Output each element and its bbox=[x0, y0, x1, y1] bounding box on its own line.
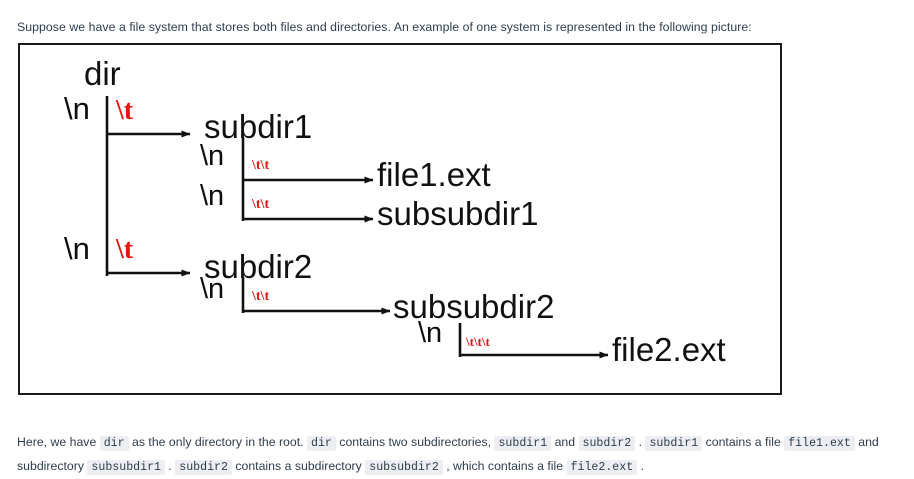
escape-newline-subdir1-file1: \n bbox=[200, 140, 225, 172]
caption-code-token: dir bbox=[307, 436, 336, 452]
intro-paragraph: Suppose we have a file system that store… bbox=[17, 20, 752, 35]
node-file2-ext: file2.ext bbox=[612, 331, 726, 368]
node-file1-ext: file1.ext bbox=[377, 156, 491, 193]
escape-tab-subdir1-file1: \t\t bbox=[252, 158, 270, 173]
caption-text-segment: contains a subdirectory bbox=[231, 459, 366, 474]
escape-tab-subdir1-subsubdir1: \t\t bbox=[252, 197, 270, 212]
caption-text-segment: and bbox=[551, 435, 579, 450]
caption-text-segment: contains a file bbox=[702, 435, 785, 450]
node-subsubdir2: subsubdir2 bbox=[393, 288, 555, 325]
node-subdir1: subdir1 bbox=[204, 108, 313, 145]
escape-tab-dir-subdir2: \t bbox=[116, 234, 134, 265]
caption-code-token: subdir2 bbox=[578, 436, 636, 452]
escape-newline-subsubdir2-file2: \n bbox=[418, 317, 443, 349]
caption-text-segment: as the only directory in the root. bbox=[128, 435, 307, 450]
caption-code-token: subdir2 bbox=[175, 460, 232, 476]
escape-newline-subdir2-subsubdir2: \n bbox=[200, 273, 225, 305]
caption-code-token: file1.ext bbox=[784, 436, 855, 452]
node-dir: dir bbox=[84, 55, 121, 92]
caption-code-token: subsubdir2 bbox=[365, 460, 443, 476]
caption-code-token: subdir1 bbox=[494, 436, 552, 452]
escape-newline-dir-subdir1: \n bbox=[64, 91, 90, 126]
caption-code-token: dir bbox=[99, 436, 129, 452]
escape-tab-subdir2-subsubdir2: \t\t bbox=[252, 289, 270, 304]
caption-text-segment: . bbox=[637, 459, 644, 474]
escape-tab-subsubdir2-file2: \t\t\t bbox=[466, 334, 490, 349]
node-subdir2: subdir2 bbox=[204, 248, 313, 285]
caption-text-segment: contains two subdirectories, bbox=[335, 435, 495, 450]
caption-paragraph: Here, we have dir as the only directory … bbox=[17, 431, 907, 479]
caption-text-segment: , which contains a file bbox=[442, 459, 567, 474]
escape-newline-dir-subdir2: \n bbox=[64, 231, 90, 266]
caption-text-segment: and subdirectory bbox=[17, 435, 879, 474]
filesystem-diagram: dir subdir1 file1.ext subsubdir1 subdir2… bbox=[18, 43, 782, 395]
diagram-connector-lines bbox=[105, 96, 609, 359]
caption-text-segment: . bbox=[164, 459, 176, 474]
caption-code-token: subdir1 bbox=[645, 436, 703, 452]
node-subsubdir1: subsubdir1 bbox=[377, 195, 539, 232]
caption-text-segment: . bbox=[635, 435, 646, 450]
escape-tab-dir-subdir1: \t bbox=[116, 95, 134, 126]
escape-newline-subdir1-subsubdir1: \n bbox=[200, 180, 225, 212]
caption-text-segment: Here, we have bbox=[17, 435, 100, 450]
caption-code-token: subsubdir1 bbox=[87, 460, 165, 476]
caption-code-token: file2.ext bbox=[566, 460, 638, 476]
